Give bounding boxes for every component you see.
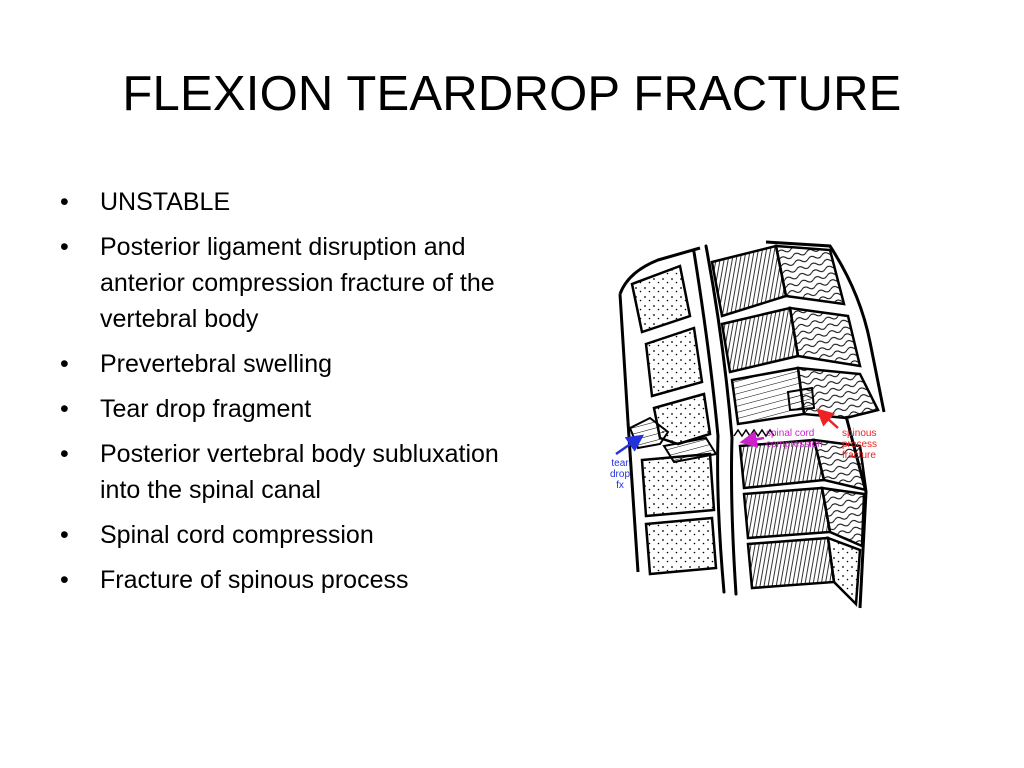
bullet-icon: •: [60, 233, 69, 261]
bullet-icon: •: [60, 440, 69, 468]
bullet-text: UNSTABLE: [100, 188, 231, 216]
bullet-icon: •: [60, 350, 69, 378]
spinous-label-line: fracture: [842, 450, 876, 461]
bullet-text: Tear drop fragment: [100, 395, 312, 423]
spine-fracture-illustration: tear drop fx spinal cord compression spi…: [610, 240, 886, 609]
tear-drop-label-line: fx: [616, 480, 624, 491]
spinal-cord-label-line: spinal cord: [766, 428, 814, 439]
lower-vertebral-bodies: [640, 452, 718, 576]
bullet-icon: •: [60, 566, 69, 594]
tear-drop-label-line: tear: [611, 458, 629, 469]
bullet-item: • Posterior vertebral body subluxation i…: [58, 436, 508, 508]
bullet-text: Posterior vertebral body subluxation int…: [100, 440, 499, 504]
bullet-list: • UNSTABLE • Posterior ligament disrupti…: [58, 184, 508, 607]
bullet-item: • Prevertebral swelling: [58, 346, 508, 382]
bullet-item: • Fracture of spinous process: [58, 562, 508, 598]
bullet-text: Posterior ligament disruption and anteri…: [100, 233, 495, 333]
bullet-text: Fracture of spinous process: [100, 566, 409, 594]
bullet-item: • UNSTABLE: [58, 184, 508, 220]
tear-drop-label: tear drop fx: [610, 458, 630, 491]
bullet-item: • Posterior ligament disruption and ante…: [58, 229, 508, 337]
spinal-canal: [692, 244, 738, 596]
spinous-fracture: [786, 386, 816, 412]
spinal-cord-label-line: compression: [766, 439, 823, 450]
bullet-text: Prevertebral swelling: [100, 350, 333, 378]
spinous-label-line: spinous: [842, 428, 876, 439]
spinous-label-line: process: [842, 439, 877, 450]
tear-drop-label-line: drop: [610, 469, 630, 480]
spinous-arrow: [816, 408, 839, 429]
bullet-item: • Tear drop fragment: [58, 391, 508, 427]
spinal-cord-label: spinal cord compression: [766, 428, 823, 450]
bullet-icon: •: [60, 188, 69, 216]
bullet-text: Spinal cord compression: [100, 521, 374, 549]
outer-posterior-outline: [765, 240, 886, 609]
bullet-icon: •: [60, 395, 69, 423]
upper-vertebral-bodies: [630, 264, 712, 446]
bullet-item: • Spinal cord compression: [58, 517, 508, 553]
bullet-icon: •: [60, 521, 69, 549]
tear-drop-arrow: [615, 434, 645, 456]
slide-title: FLEXION TEARDROP FRACTURE: [122, 67, 902, 121]
posterior-elements-upper: [710, 244, 880, 426]
spinous-label: spinous process fracture: [842, 428, 877, 461]
posterior-elements-lower: [738, 438, 868, 607]
spinal-cord-arrow: [739, 430, 765, 448]
